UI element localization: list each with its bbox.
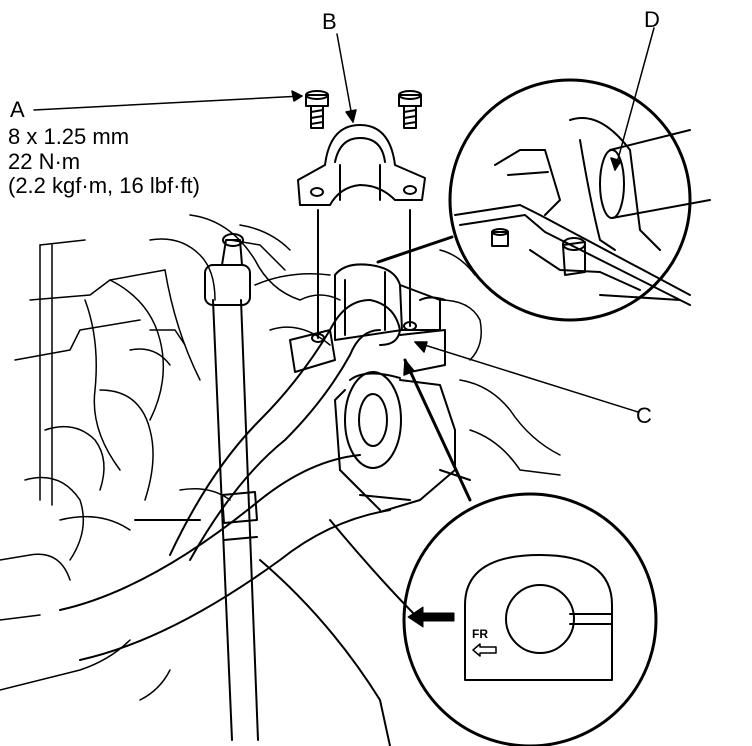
bolt-size: 8 x 1.25 mm <box>8 124 130 149</box>
torque-value: 22 N·m <box>8 148 81 174</box>
bolt-icon <box>305 90 422 129</box>
stabilizer-link <box>204 233 259 741</box>
callout-a: A <box>10 97 25 122</box>
fr-label: FR <box>472 627 488 641</box>
detail-circle-upper <box>448 78 711 322</box>
stabilizer-bar <box>134 299 401 561</box>
torque-spec: 8 x 1.25 mm 22 N·m (2.2 kgf·m, 16 lbf·ft… <box>8 124 200 199</box>
direction-arrow-icon <box>407 606 455 628</box>
bracket-b <box>297 124 426 206</box>
fr-arrow-icon <box>472 643 497 657</box>
detail-circle-lower <box>402 492 658 746</box>
bushing-mount <box>289 209 446 373</box>
callout-c: C <box>636 403 652 428</box>
leader-lines <box>33 27 655 502</box>
callout-d: D <box>644 7 660 32</box>
lower-arm <box>59 454 421 746</box>
callout-b: B <box>322 9 337 34</box>
torque-conversion: (2.2 kgf·m, 16 lbf·ft) <box>8 173 200 198</box>
subframe-boss <box>334 371 471 513</box>
